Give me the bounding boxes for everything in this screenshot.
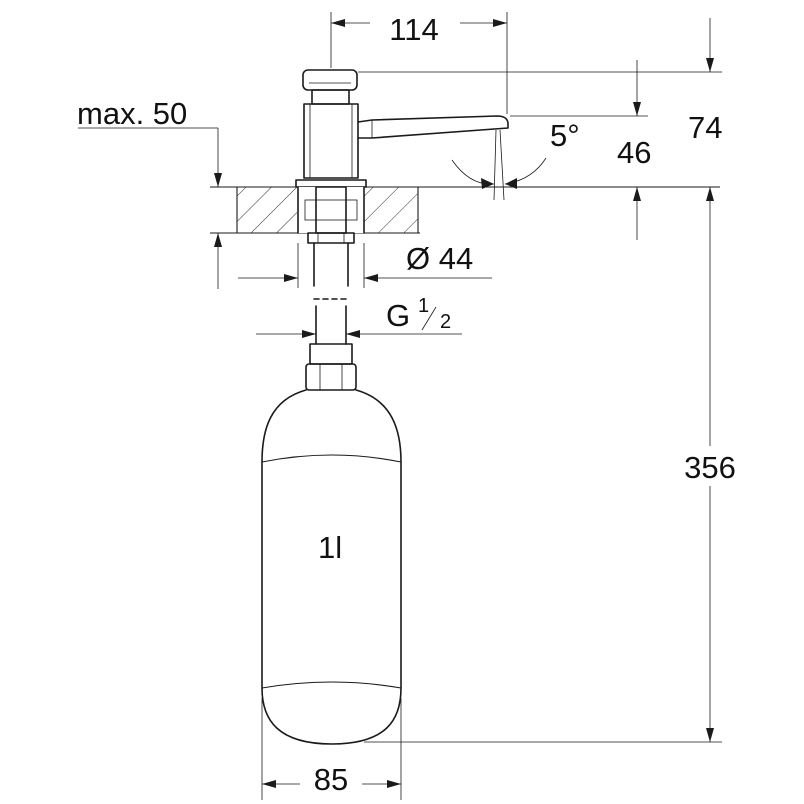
dim-spout-height: 46 — [510, 60, 651, 240]
dim-thread: G 1 2 — [256, 295, 462, 338]
bottle: 1l — [261, 389, 402, 745]
dim-hole-diameter: Ø 44 — [238, 241, 492, 288]
dim-spout-reach: 114 — [330, 6, 508, 114]
label-spout-reach: 114 — [389, 12, 438, 47]
dim-spout-angle: 5° — [451, 118, 580, 201]
label-thread-denominator: 2 — [440, 311, 451, 333]
mounting-shank — [297, 186, 365, 391]
label-thread-numerator: 1 — [418, 295, 429, 317]
dim-total-height: 74 — [358, 18, 722, 742]
label-spout-angle: 5° — [550, 118, 580, 153]
label-max-deck: max. 50 — [77, 96, 187, 131]
label-spout-height: 46 — [617, 135, 651, 170]
dim-bottle-depth: 356 — [364, 446, 746, 743]
label-bottle-depth: 356 — [684, 450, 736, 485]
dim-bottle-width: 85 — [261, 698, 402, 800]
countertop — [210, 186, 720, 234]
dim-max-deck: max. 50 — [77, 96, 222, 289]
label-total-height: 74 — [688, 110, 722, 145]
label-bottle-width: 85 — [314, 762, 348, 797]
bottle-volume: 1l — [318, 530, 342, 565]
label-hole-diameter: Ø 44 — [406, 241, 473, 276]
spout — [357, 115, 509, 139]
label-thread-prefix: G — [386, 298, 410, 333]
dispenser-head — [295, 69, 509, 188]
